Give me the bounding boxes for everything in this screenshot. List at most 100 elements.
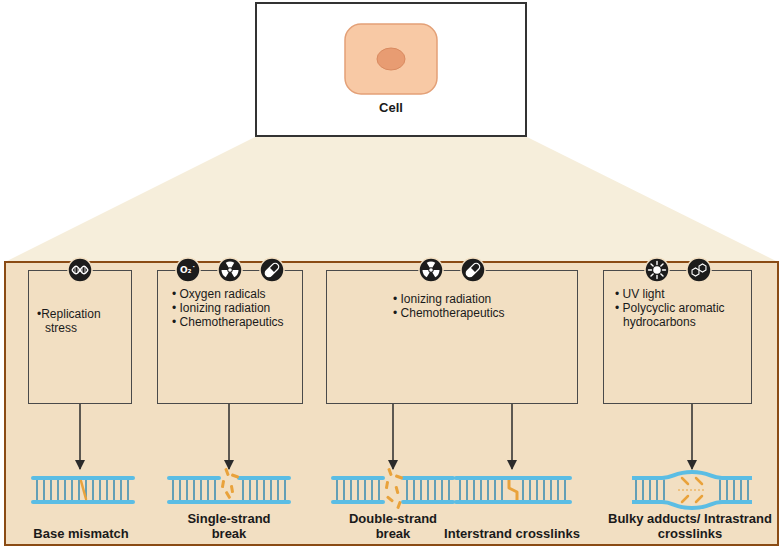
base-pair: [733, 480, 735, 500]
radiation-blade: [226, 262, 235, 268]
base-pair: [501, 480, 503, 500]
helix-rung: [75, 267, 76, 273]
base-pair: [635, 480, 637, 500]
base-pair: [106, 480, 108, 500]
dna-fragment: [395, 486, 400, 495]
helix-rung: [82, 268, 83, 273]
base-pair: [726, 480, 728, 500]
sun-ray: [661, 264, 663, 266]
helix-strand: [72, 266, 88, 274]
pill-half: [465, 268, 476, 279]
damage-type: Double-strand break: [343, 470, 443, 544]
pill-outline: [465, 262, 481, 278]
base-pair: [350, 480, 352, 500]
base-pair: [78, 480, 80, 500]
base-pair: [186, 480, 188, 500]
damage-label: Bulky adducts/ Intrastrand crosslinks: [607, 511, 773, 541]
base-pair: [172, 480, 174, 500]
cause-box: •Replication stress: [28, 270, 132, 404]
base-pair: [427, 480, 429, 500]
base-pair: [441, 480, 443, 500]
base-pair: [64, 480, 66, 500]
base-pair: [50, 480, 52, 500]
helix-rung: [85, 267, 86, 273]
base-pair: [529, 480, 531, 500]
base-pair: [719, 480, 721, 500]
arrow-connector: [79, 404, 81, 469]
dna-backbone: [456, 500, 570, 504]
base-pair: [557, 480, 559, 500]
cause-box: • Ionizing radiation• Chemotherapeutics: [326, 270, 578, 404]
dna-backbone: [169, 500, 289, 504]
base-pair: [487, 480, 489, 500]
cell-box: Cell: [255, 2, 527, 137]
base-pair: [127, 480, 129, 500]
radiation-blade: [423, 270, 430, 277]
icon-disc: [176, 258, 200, 282]
dna-icon: [68, 258, 92, 282]
base-pair: [642, 480, 644, 500]
dna-backbone: [456, 476, 570, 480]
adduct-mark: [682, 496, 688, 502]
dna-backbone: [333, 500, 383, 504]
base-pair: [522, 480, 524, 500]
sun-core: [653, 266, 661, 274]
base-pair: [92, 480, 94, 500]
base-pair: [656, 480, 658, 500]
cause-outline: [158, 271, 303, 404]
dna-backbone: [33, 500, 133, 504]
damage-label: Double-strand break: [343, 511, 443, 541]
arrow-connector: [511, 404, 513, 469]
dna-mis: [33, 478, 133, 502]
cause-outline: [604, 271, 752, 404]
dna-backbone: [632, 502, 752, 508]
base-pair: [494, 480, 496, 500]
damage-label: Interstrand crosslinks: [430, 526, 595, 541]
intrastrand-link: [678, 490, 706, 491]
damage-type: Interstrand crosslinks: [430, 470, 595, 544]
base-pair: [459, 480, 461, 500]
base-pair: [99, 480, 101, 500]
cause-item: • Ionizing radiation: [172, 301, 299, 315]
benzene-ring: [692, 268, 699, 276]
cause-item: •Replication stress: [37, 307, 128, 335]
arrow-connector: [392, 404, 394, 469]
dna-fragment: [225, 491, 232, 499]
adduct-mark: [696, 496, 702, 502]
icon-label: O₂˙: [176, 264, 200, 276]
hydrocarbon-icon: [687, 258, 711, 282]
base-pair: [434, 480, 436, 500]
adduct-mark: [682, 478, 688, 484]
dna-backbone: [333, 476, 383, 480]
base-pair: [263, 480, 265, 500]
base-pair: [43, 480, 45, 500]
benzene-ring: [699, 264, 706, 272]
dna-ssb: [169, 468, 289, 502]
sun-ray: [651, 274, 653, 276]
base-pair: [543, 480, 545, 500]
sun-ray: [663, 269, 666, 270]
base-pair: [284, 480, 286, 500]
dna-inter: [456, 478, 570, 502]
base-pair: [256, 480, 258, 500]
icon-disc: [687, 258, 711, 282]
base-pair: [564, 480, 566, 500]
base-pair: [364, 480, 366, 500]
damage-panel: [5, 262, 778, 545]
radiation-blade: [432, 270, 439, 277]
base-pair: [406, 480, 408, 500]
radiation-blade: [427, 262, 436, 268]
cell-label: Cell: [257, 100, 525, 115]
mismatched-base: [81, 481, 86, 499]
base-pair: [371, 480, 373, 500]
pill-outline: [264, 262, 280, 278]
cause-box: • Oxygen radicals• Ionizing radiation• C…: [157, 270, 303, 404]
base-pair: [336, 480, 338, 500]
cause-box: • UV light• Polycyclic aromatic hydrocar…: [603, 270, 752, 404]
base-pair: [270, 480, 272, 500]
damage-label: Base mismatch: [26, 526, 136, 541]
base-pair: [193, 480, 195, 500]
base-pair: [357, 480, 359, 500]
cause-outline: [327, 271, 578, 404]
dna-fragment: [387, 468, 393, 477]
